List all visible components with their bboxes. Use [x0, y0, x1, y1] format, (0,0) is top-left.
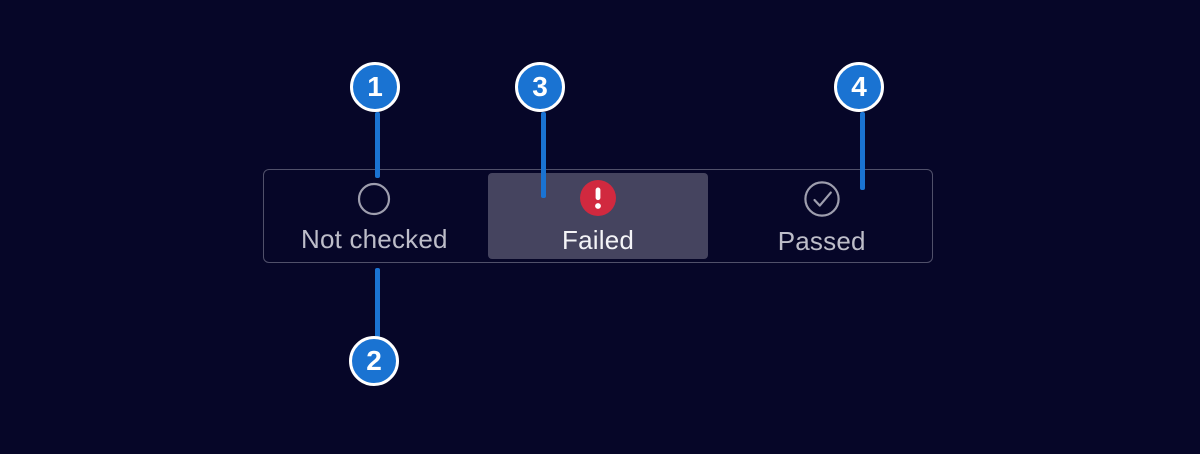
callout-2-line — [375, 268, 380, 338]
status-option-label: Passed — [777, 225, 866, 256]
callout-1-line — [375, 112, 380, 178]
callout-3-badge: 3 — [515, 62, 565, 112]
callout-3-line — [541, 112, 546, 198]
status-option-label: Not checked — [300, 223, 448, 254]
callout-4-badge: 4 — [834, 62, 884, 112]
status-option-passed[interactable]: Passed — [711, 170, 932, 262]
callout-2-badge: 2 — [349, 336, 399, 386]
status-option-not-checked[interactable]: Not checked — [264, 170, 485, 262]
callout-4-line — [860, 112, 865, 190]
status-segmented-control: Not checked Failed Passed — [263, 169, 933, 263]
callout-1-badge: 1 — [350, 62, 400, 112]
status-option-failed[interactable]: Failed — [487, 173, 709, 259]
error-badge-icon — [579, 179, 617, 217]
check-circle-icon — [803, 180, 841, 218]
status-option-label: Failed — [562, 224, 635, 255]
circle-outline-icon — [357, 182, 391, 216]
